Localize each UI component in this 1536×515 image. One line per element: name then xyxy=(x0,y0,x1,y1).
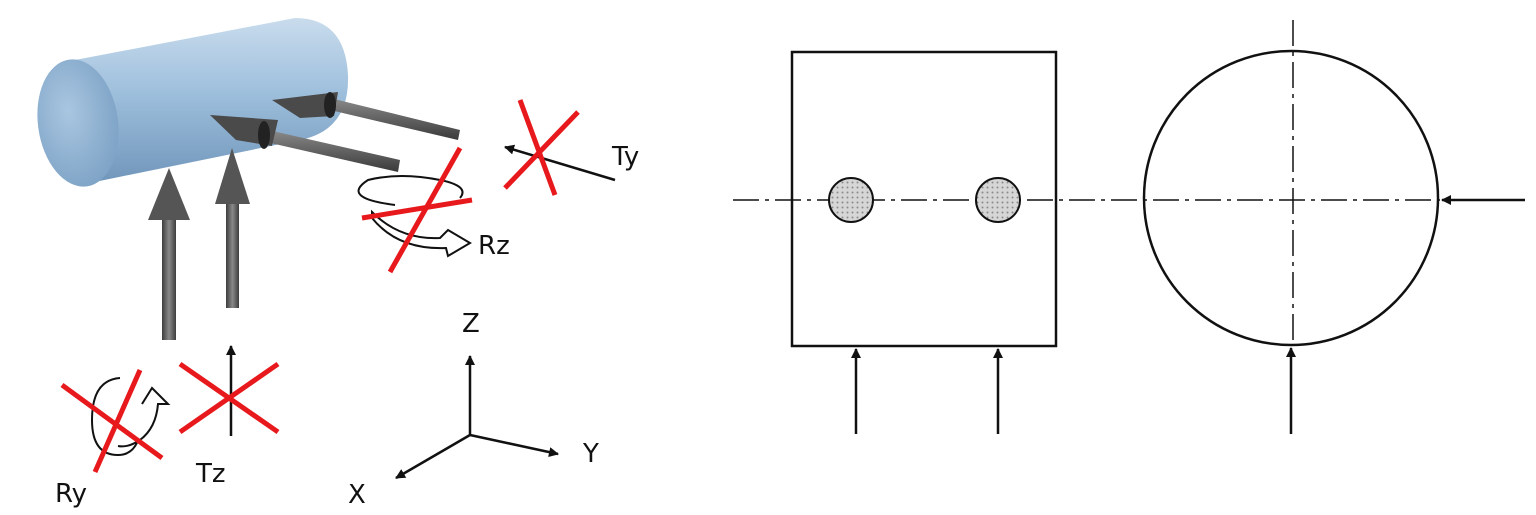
y-locator-pin-rear xyxy=(272,92,460,140)
z-locator-pin-right xyxy=(215,148,250,308)
ty-constraint xyxy=(503,99,616,196)
pin-section-right xyxy=(975,177,1021,223)
tz-constraint xyxy=(178,345,280,436)
coordinate-axes xyxy=(395,355,559,480)
z-locator-pin-left xyxy=(148,168,190,340)
axis-z-label: Z xyxy=(462,309,480,339)
ry-label: Ry xyxy=(55,479,87,509)
tz-label: Tz xyxy=(195,459,226,489)
axis-x-label: X xyxy=(348,480,366,510)
front-view-outline xyxy=(790,50,1058,348)
pin-section-left xyxy=(828,177,874,223)
rz-label: Rz xyxy=(478,231,510,261)
ry-constraint xyxy=(60,368,171,474)
ty-label: Ty xyxy=(611,142,639,172)
axis-y-label: Y xyxy=(582,439,599,469)
y-locator-pin-front xyxy=(210,115,400,172)
rz-constraint xyxy=(357,146,473,274)
side-view-outline xyxy=(1142,49,1440,347)
